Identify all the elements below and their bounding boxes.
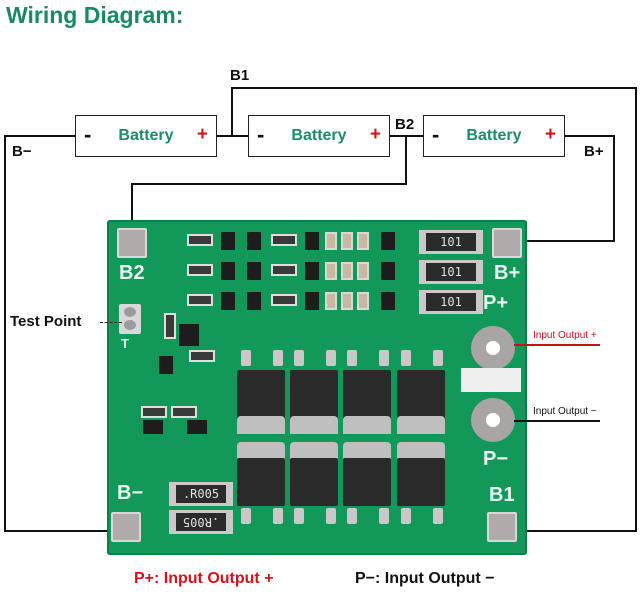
node-label-b-plus: B+	[584, 143, 604, 160]
mosfet	[343, 458, 391, 506]
battery-label: Battery	[291, 127, 347, 144]
wire-bplus-down	[613, 135, 615, 241]
shunt-resistor: .R005	[169, 510, 233, 534]
pad-b-minus	[111, 512, 141, 542]
legend-p-minus: P−: Input Output −	[355, 570, 495, 587]
wire-bplus-to-pad	[510, 240, 615, 242]
battery-label: Battery	[466, 127, 522, 144]
wire-b1-right	[635, 87, 637, 532]
callout-line-minus	[514, 420, 600, 422]
mosfet	[290, 458, 338, 506]
negative-terminal: -	[432, 122, 440, 147]
mosfet	[397, 458, 445, 506]
pcb-label-b2: B2	[119, 262, 145, 284]
positive-terminal: +	[196, 124, 208, 145]
legend-p-plus: P+: Input Output +	[134, 570, 274, 587]
negative-terminal: -	[84, 122, 92, 147]
terminal-p-minus	[471, 398, 515, 442]
callout-input-output-plus: Input Output +	[533, 330, 597, 341]
wire-bminus-vertical	[4, 135, 6, 532]
node-label-b2: B2	[395, 116, 415, 133]
battery-1: - Battery +	[75, 115, 217, 157]
wire-b1-top	[231, 87, 637, 89]
wire-bminus-top	[4, 135, 76, 137]
battery-label: Battery	[118, 127, 174, 144]
shunt-resistor: .R005	[169, 482, 233, 506]
callout-input-output-minus: Input Output −	[533, 406, 597, 417]
pad-b2	[117, 228, 147, 258]
wire-b2-link	[390, 135, 424, 137]
page-title: Wiring Diagram:	[6, 2, 184, 28]
pcb-label-t: T	[121, 336, 129, 351]
bms-pcb-board: B2 B+ P+ 101 101 101 T	[107, 220, 527, 555]
test-point-header	[119, 304, 141, 334]
pad-b-plus	[492, 228, 522, 258]
negative-terminal: -	[257, 122, 265, 147]
callout-line-plus	[514, 344, 600, 346]
test-point-label: Test Point	[10, 313, 82, 330]
pcb-label-p-plus: P+	[483, 292, 509, 314]
wire-bplus-top	[563, 135, 615, 137]
pcb-label-b-minus: B−	[117, 482, 144, 504]
wire-b1-bottom	[512, 530, 637, 532]
test-point-leader	[100, 322, 122, 323]
balance-circuit-row	[187, 290, 397, 312]
wire-b1-up	[231, 87, 233, 136]
wire-b2-down	[405, 135, 407, 185]
positive-terminal: +	[544, 124, 556, 145]
mosfet	[237, 458, 285, 506]
label-strip	[461, 368, 521, 392]
node-label-b-minus: B−	[12, 143, 32, 160]
positive-terminal: +	[369, 124, 381, 145]
wire-b1-link	[216, 135, 248, 137]
resistor-101: 101	[419, 290, 483, 314]
wire-b2-horizontal	[131, 183, 407, 185]
balance-circuit-row	[187, 230, 397, 252]
pcb-label-p-minus: P−	[483, 448, 509, 470]
pad-b1	[487, 512, 517, 542]
terminal-p-plus	[471, 326, 515, 370]
resistor-101: 101	[419, 230, 483, 254]
node-label-b1: B1	[230, 67, 250, 84]
wire-b2-to-pad	[131, 183, 133, 238]
pcb-label-b1: B1	[489, 484, 515, 506]
balance-circuit-row	[187, 260, 397, 282]
battery-2: - Battery +	[248, 115, 390, 157]
pcb-label-b-plus: B+	[494, 262, 521, 284]
resistor-101: 101	[419, 260, 483, 284]
battery-3: - Battery +	[423, 115, 565, 157]
wire-bminus-bottom	[4, 530, 126, 532]
